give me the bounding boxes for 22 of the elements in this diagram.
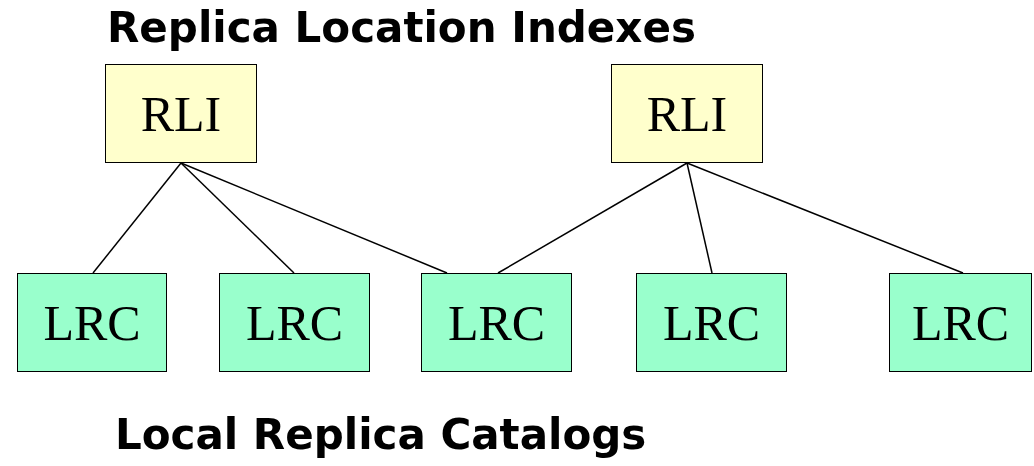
- connector-line: [180, 162, 295, 274]
- connector-line: [686, 162, 964, 274]
- box-label: LRC: [43, 293, 141, 352]
- diagram-caption: Local Replica Catalogs: [115, 410, 647, 459]
- index-box: [105, 64, 257, 163]
- catalog-box: [17, 273, 167, 372]
- catalog-box: [889, 273, 1032, 372]
- box-label: RLI: [646, 84, 728, 143]
- diagram-title: Replica Location Indexes: [107, 3, 696, 52]
- connector-line: [686, 162, 713, 274]
- box-label: LRC: [911, 293, 1010, 352]
- box-label: LRC: [662, 293, 761, 352]
- connector-line: [92, 162, 182, 274]
- catalog-box: [421, 273, 572, 372]
- connector-line: [497, 162, 688, 274]
- box-label: RLI: [140, 84, 222, 143]
- connector-line: [180, 162, 448, 274]
- catalog-box: [636, 273, 787, 372]
- box-label: LRC: [245, 293, 344, 352]
- index-box: [611, 64, 763, 163]
- box-label: LRC: [447, 293, 546, 352]
- catalog-box: [219, 273, 370, 372]
